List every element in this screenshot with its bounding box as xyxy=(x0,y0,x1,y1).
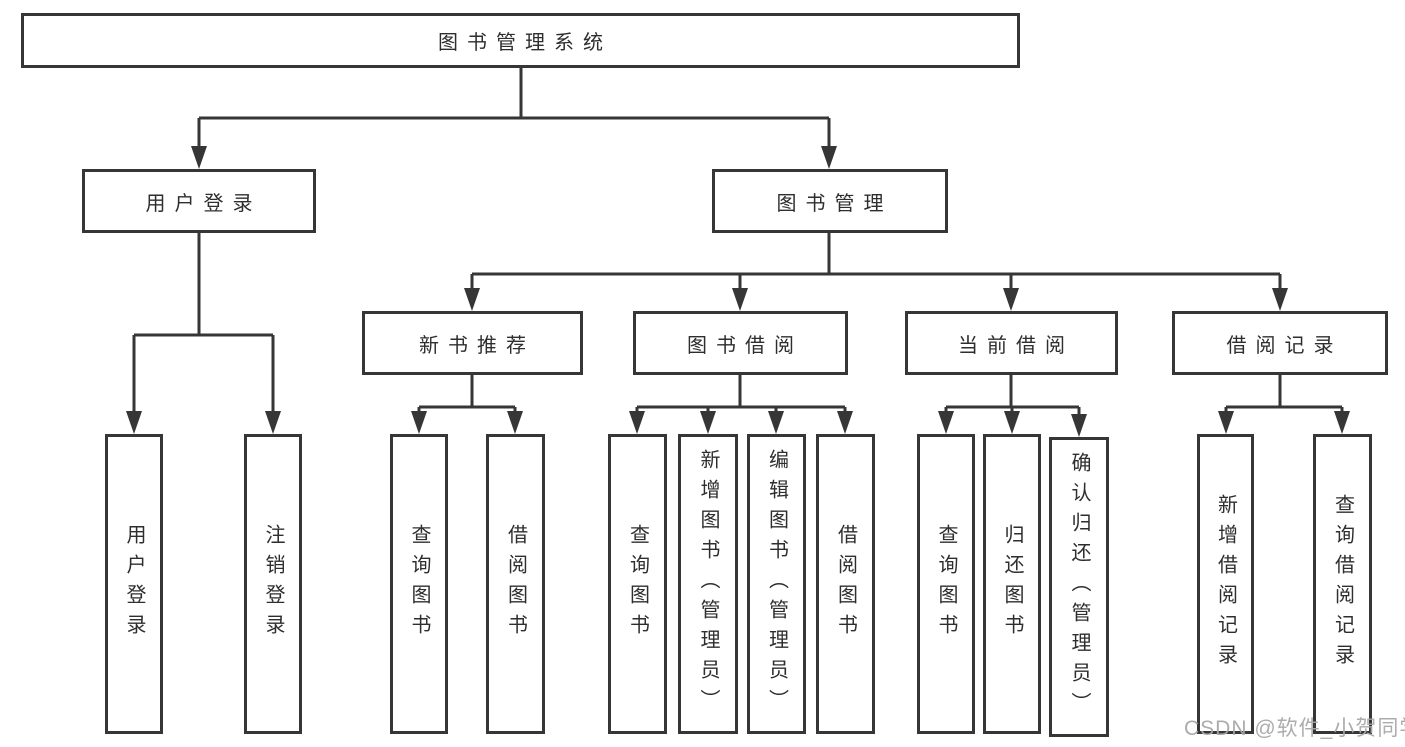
node-book-management-label: 图书管理 xyxy=(776,192,893,215)
arrowhead xyxy=(1272,288,1288,311)
leaf-query-books-current-label: 查询图书 xyxy=(935,524,957,644)
arrowhead xyxy=(507,411,523,434)
node-new-book-recommend: 新书推荐 xyxy=(362,311,583,375)
connector-borrow-records-to-leaves xyxy=(1224,375,1344,413)
arrowhead xyxy=(700,411,716,434)
leaf-add-borrow-record: 新增借阅记录 xyxy=(1197,434,1254,734)
node-current-borrow-label: 当前借阅 xyxy=(958,334,1074,357)
arrowhead xyxy=(1004,411,1020,434)
leaf-user-login: 用户登录 xyxy=(105,434,163,734)
node-root-label: 图书管理系统 xyxy=(438,32,612,54)
arrowhead xyxy=(768,411,784,434)
connector-user-login-to-leaves xyxy=(132,233,275,413)
leaf-return-books-label: 归还图书 xyxy=(1001,524,1023,644)
connector-root-to-level2 xyxy=(197,68,831,148)
arrowhead xyxy=(629,411,645,434)
connector-book-mgmt-to-level3 xyxy=(470,233,1282,290)
leaf-return-books: 归还图书 xyxy=(983,434,1041,734)
leaf-query-books-recommend: 查询图书 xyxy=(390,434,448,734)
arrowhead xyxy=(821,146,837,169)
csdn-watermark: CSDN @软件_小贺同学 xyxy=(1184,717,1405,740)
leaf-query-books-borrow-label: 查询图书 xyxy=(626,524,649,644)
leaf-confirm-return-admin-label: 确认归还（管理员） xyxy=(1068,452,1090,722)
arrowhead xyxy=(126,411,142,434)
arrowhead xyxy=(191,146,207,169)
connector-new-book-to-leaves xyxy=(417,375,517,413)
node-book-borrow-label: 图书借阅 xyxy=(687,334,803,357)
leaf-confirm-return-admin: 确认归还（管理员） xyxy=(1049,437,1109,737)
arrowhead xyxy=(837,411,853,434)
leaf-edit-books-admin: 编辑图书（管理员） xyxy=(747,434,806,734)
arrowhead xyxy=(1003,288,1019,311)
arrowhead xyxy=(265,411,281,434)
node-book-management: 图书管理 xyxy=(712,169,948,233)
leaf-query-books-current: 查询图书 xyxy=(917,434,975,734)
leaf-query-books-recommend-label: 查询图书 xyxy=(408,524,430,644)
connector-current-borrow-to-leaves xyxy=(944,375,1081,416)
node-current-borrow: 当前借阅 xyxy=(905,311,1118,375)
leaf-query-books-borrow: 查询图书 xyxy=(608,434,667,734)
leaf-borrow-books-recommend-label: 借阅图书 xyxy=(504,524,527,644)
leaf-add-borrow-record-label: 新增借阅记录 xyxy=(1214,494,1237,674)
node-root: 图书管理系统 xyxy=(21,13,1020,68)
leaf-logout-label: 注销登录 xyxy=(262,524,284,644)
node-user-login: 用户登录 xyxy=(82,169,316,233)
leaf-query-borrow-record-label: 查询借阅记录 xyxy=(1331,494,1354,674)
arrowhead xyxy=(938,411,954,434)
leaf-query-borrow-record: 查询借阅记录 xyxy=(1313,434,1372,734)
arrowhead xyxy=(411,411,427,434)
leaf-add-books-admin: 新增图书（管理员） xyxy=(678,434,738,734)
leaf-borrow-books-recommend: 借阅图书 xyxy=(486,434,545,734)
arrowhead xyxy=(1218,411,1234,434)
arrowhead xyxy=(1334,411,1350,434)
leaf-logout: 注销登录 xyxy=(244,434,302,734)
leaf-edit-books-admin-label: 编辑图书（管理员） xyxy=(765,449,788,719)
leaf-add-books-admin-label: 新增图书（管理员） xyxy=(697,449,719,719)
arrowhead xyxy=(1071,414,1087,437)
node-user-login-label: 用户登录 xyxy=(145,192,262,215)
arrowhead xyxy=(732,288,748,311)
leaf-borrow-books: 借阅图书 xyxy=(816,434,875,734)
connector-book-borrow-to-leaves xyxy=(635,375,847,413)
arrowhead xyxy=(464,288,480,311)
node-borrow-records-label: 借阅记录 xyxy=(1226,334,1343,357)
leaf-borrow-books-label: 借阅图书 xyxy=(834,524,857,644)
node-borrow-records: 借阅记录 xyxy=(1172,311,1388,375)
node-book-borrow: 图书借阅 xyxy=(633,311,848,375)
leaf-user-login-label: 用户登录 xyxy=(123,524,145,644)
node-new-book-recommend-label: 新书推荐 xyxy=(419,334,535,357)
